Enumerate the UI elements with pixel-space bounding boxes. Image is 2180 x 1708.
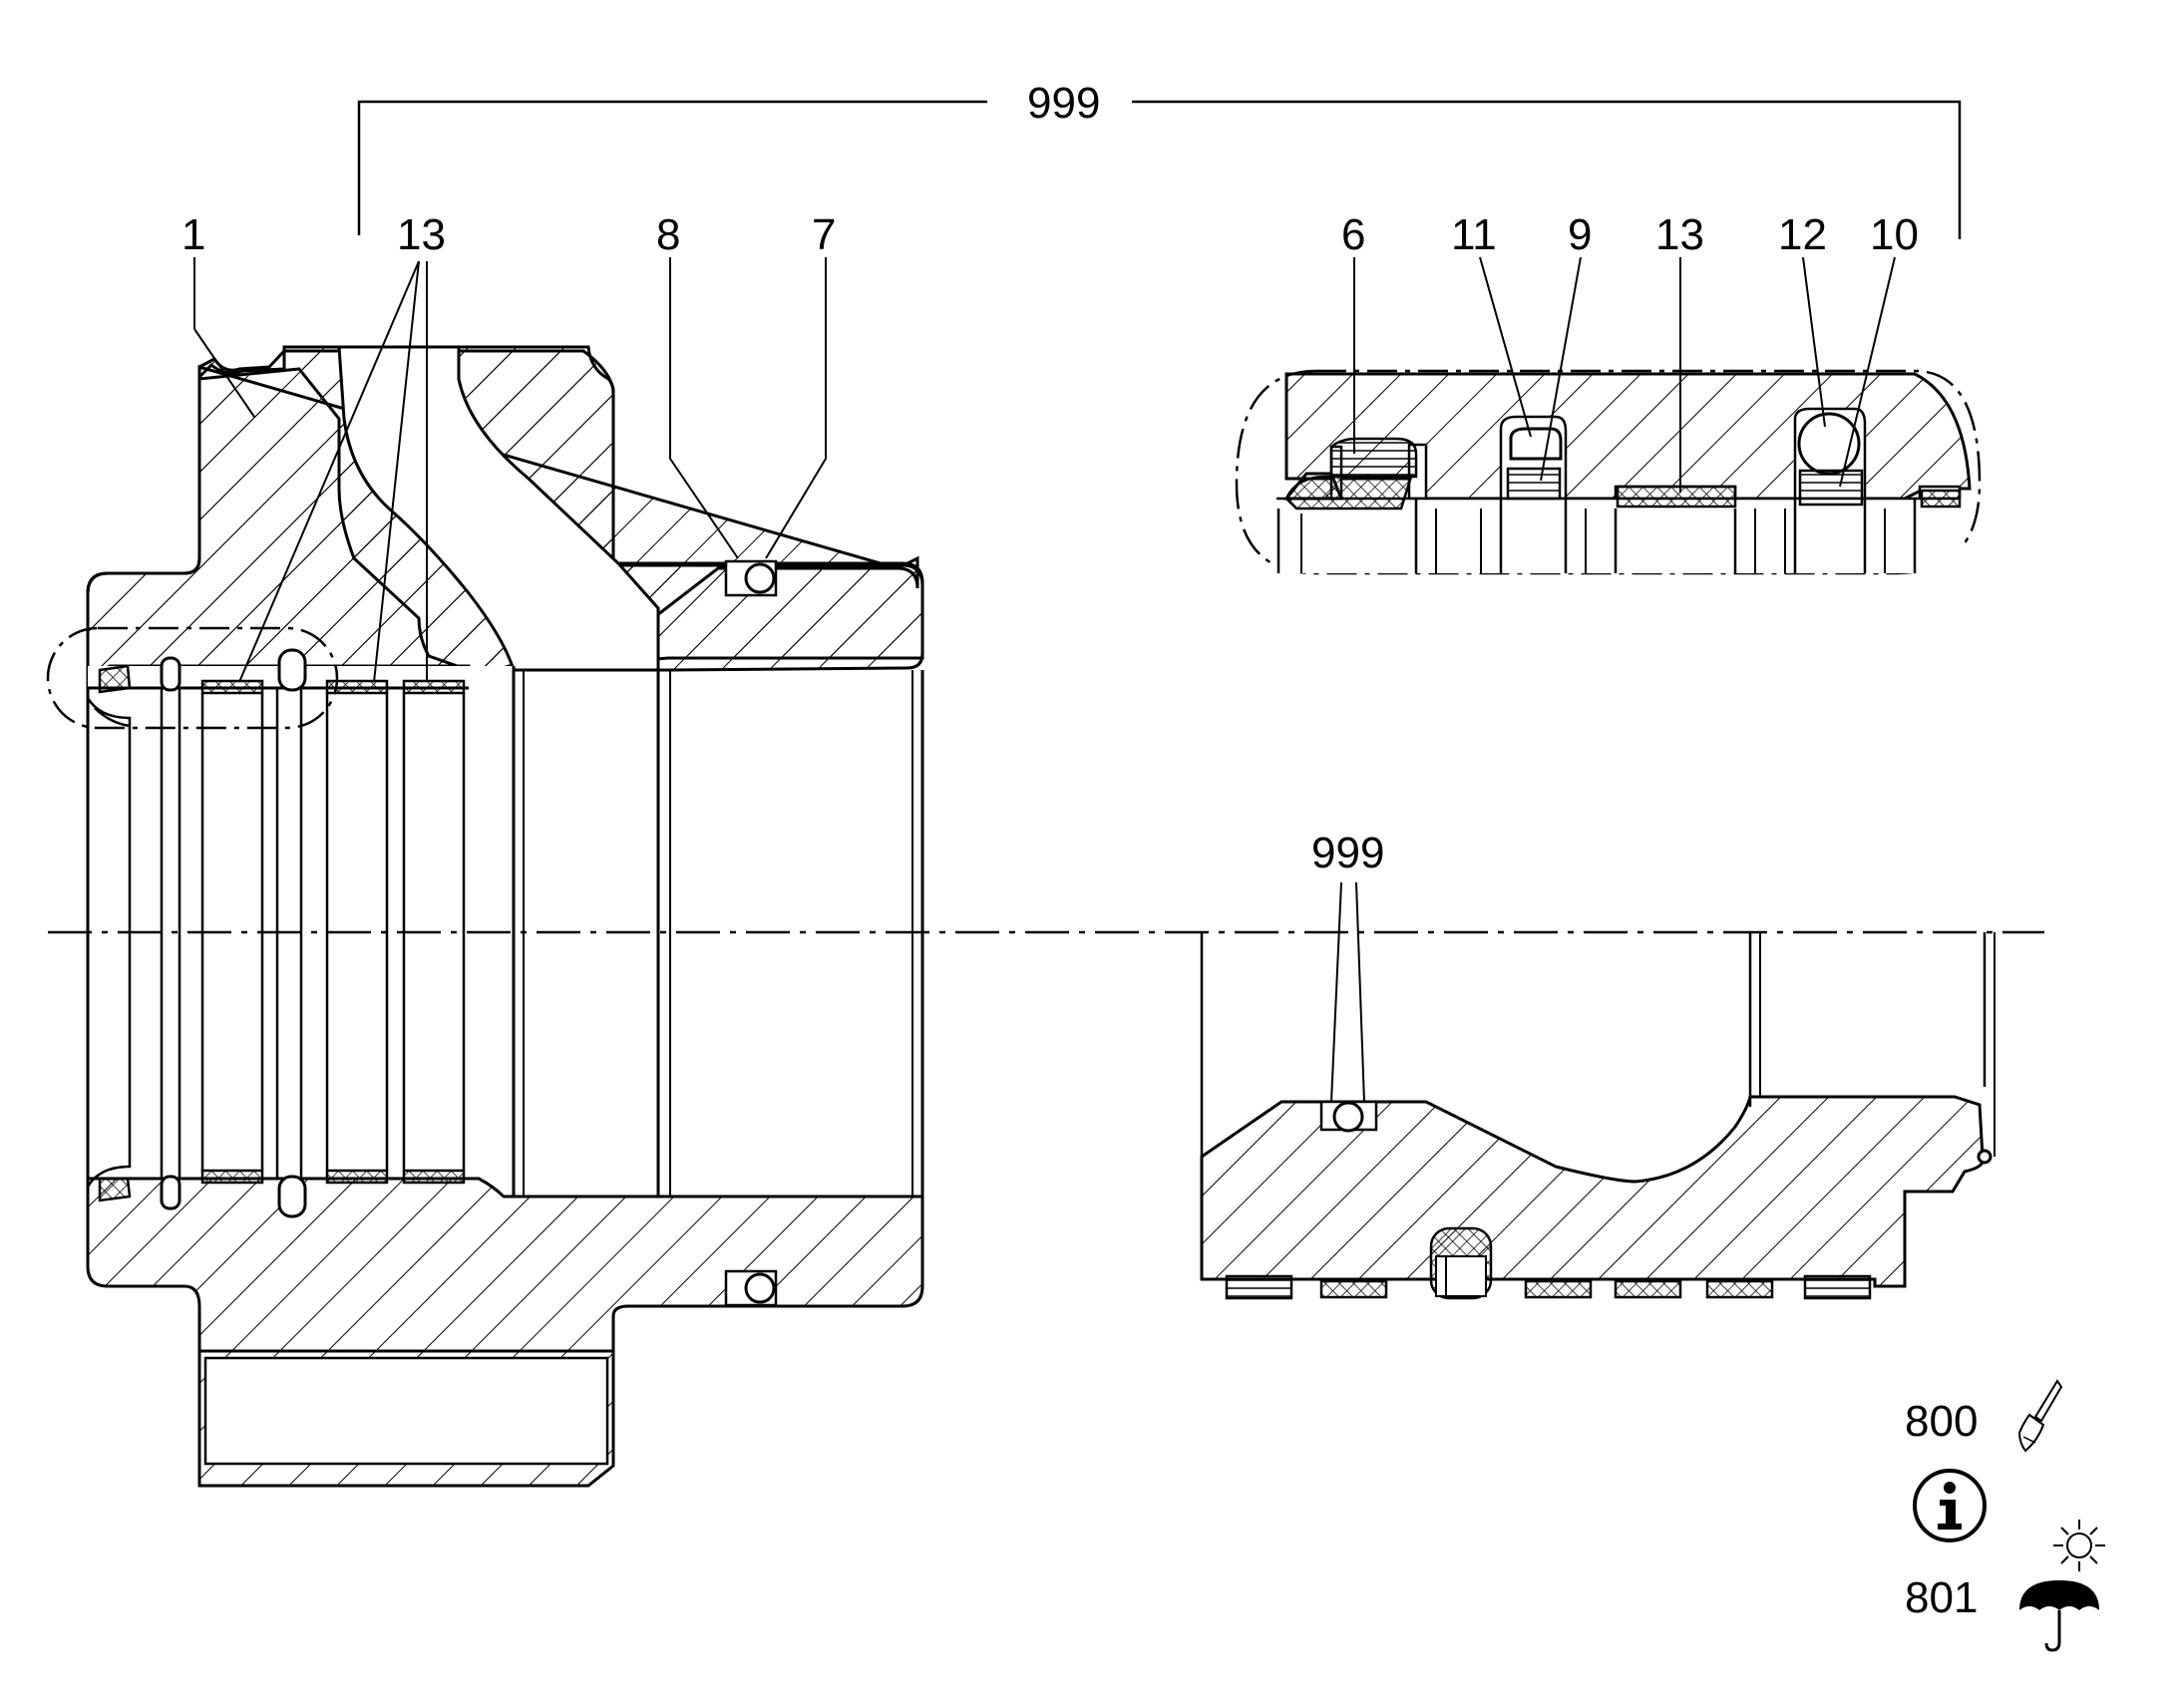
ring-upper-3 [402,679,466,695]
seal-11 [1509,427,1563,461]
sun-icon [2053,1520,2105,1571]
ring-lower-3 [402,1169,466,1185]
outer-orings [724,559,778,1307]
label-12: 12 [1778,210,1827,259]
ring-10 [1798,469,1864,507]
label-9: 9 [1568,210,1592,259]
ring-lower-1 [200,1169,264,1185]
ring-upper-2 [325,679,389,695]
lower-section-right [1200,932,1996,1300]
bore-grooves [86,688,303,1188]
detail-view-top [1235,369,1982,575]
housing-lower [86,1177,924,1488]
leaders-left [193,257,827,683]
umbrella-icon [2019,1580,2099,1652]
label-800: 800 [1905,1397,1978,1446]
label-1: 1 [182,210,205,259]
label-13-left: 13 [397,210,446,259]
label-10: 10 [1870,210,1919,259]
symbols-legend: 800 801 [1905,1379,2105,1652]
body-bottom [86,1177,924,1353]
paint-brush-icon [2017,1379,2063,1453]
ring-lower-2 [325,1169,389,1185]
oring-7-bottom [744,1272,776,1304]
oring-999 [1332,1101,1364,1133]
label-11: 11 [1451,210,1497,259]
label-13-detail: 13 [1655,210,1704,259]
leaders-right [1353,256,1896,493]
label-801: 801 [1905,1573,1978,1622]
leader-999-bottom [1330,881,1365,1103]
label-999-top: 999 [1027,79,1100,128]
lower-body-right [1200,1095,1986,1288]
bore-seals [98,648,307,1218]
oring-7-top [744,562,776,594]
detail-marker-left [46,626,339,730]
info-icon [1913,1469,1987,1542]
label-8: 8 [656,210,680,259]
assembly-bracket: 999 [357,79,1962,239]
label-6: 6 [1341,210,1365,259]
label-7: 7 [812,210,836,259]
ring-upper-1 [200,679,264,695]
ring-13-detail [1616,485,1737,509]
label-999-bottom: 999 [1311,829,1384,877]
